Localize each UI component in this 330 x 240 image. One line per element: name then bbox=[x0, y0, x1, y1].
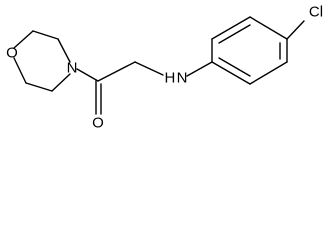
bond-nh-ring bbox=[186, 61, 213, 77]
ring-inner-bond-a bbox=[218, 24, 251, 44]
chlorophenyl-ring bbox=[186, 16, 305, 85]
bond-c2-n bbox=[57, 38, 71, 63]
atom-morpholine-nitrogen: N bbox=[67, 60, 78, 77]
bond-ring-cl bbox=[286, 20, 305, 40]
bond-c4-o bbox=[13, 57, 27, 84]
amide-group bbox=[76, 61, 164, 115]
bond-carbonyl-ch2 bbox=[97, 61, 136, 82]
bond-o-c1 bbox=[13, 30, 34, 49]
chemical-structure-diagram: O N O H N Cl bbox=[6, 4, 323, 132]
bond-c1-c2 bbox=[32, 30, 59, 40]
ring-inner-bond-c bbox=[218, 57, 251, 77]
ring-bond-2 bbox=[211, 16, 251, 40]
ring-bond-6 bbox=[211, 61, 251, 85]
atom-amine-nh: H N bbox=[165, 70, 188, 87]
ring-bond-5 bbox=[249, 61, 288, 85]
bond-c3-c4 bbox=[25, 82, 53, 92]
bond-n-carbonyl-c bbox=[76, 68, 99, 82]
morpholine-ring bbox=[13, 30, 71, 92]
atom-chlorine: Cl bbox=[309, 4, 323, 21]
atom-morpholine-oxygen: O bbox=[6, 45, 18, 62]
bond-n-c3 bbox=[51, 73, 71, 92]
atom-carbonyl-oxygen: O bbox=[92, 115, 104, 132]
bond-ch2-nh bbox=[134, 61, 164, 76]
ring-bond-3 bbox=[249, 16, 288, 40]
